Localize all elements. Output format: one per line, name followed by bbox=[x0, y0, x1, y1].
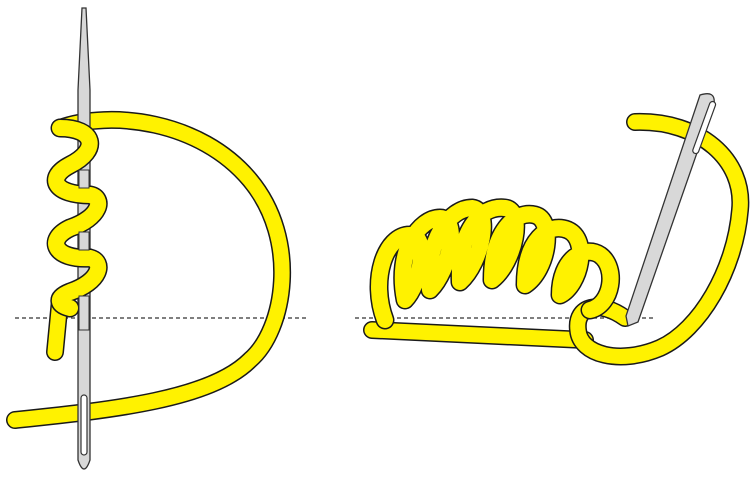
thread-base-right bbox=[372, 330, 585, 340]
left-panel bbox=[15, 8, 308, 469]
right-panel bbox=[355, 94, 740, 357]
thread-coil-right bbox=[379, 208, 611, 320]
thread-coil-left bbox=[56, 128, 98, 330]
